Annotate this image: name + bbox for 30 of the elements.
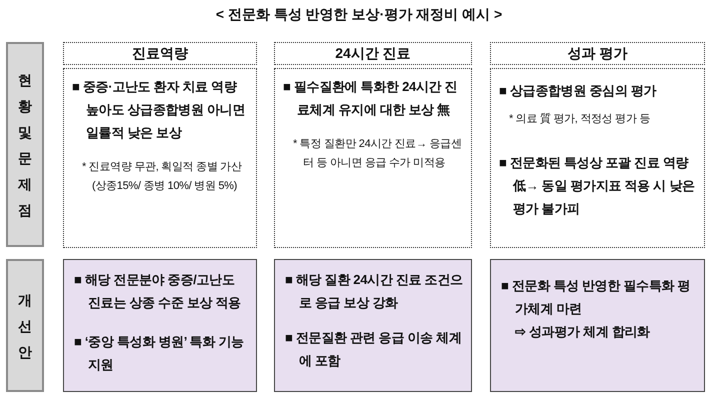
bullet-text: ■ 전문화 특성 반영한 필수특화 평가체계 마련	[501, 277, 692, 318]
content-panel	[63, 68, 257, 248]
column-header-box	[63, 42, 257, 65]
row-heading: 개선안	[17, 290, 33, 362]
bullet-text: ■ 전문질환 관련 응급 이송 체계에 포함	[285, 329, 463, 370]
row-heading: 현황 및 문제점	[17, 70, 33, 220]
content-panel	[274, 68, 472, 248]
column-header-box	[274, 42, 472, 65]
content-panel	[490, 68, 705, 248]
note-text: * 의료 質 평가, 적정성 평가 등	[508, 112, 651, 127]
column-heading: 진료역량	[132, 44, 188, 62]
column-heading: 성과 평가	[568, 44, 628, 62]
note-text: * 특정 질환만 24시간 진료→ 응급센터 등 아니면 응급 수가 미적용	[292, 137, 462, 171]
note-text: * 진료역량 무관, 획일적 종별 가산(상종15%/ 종병 10%/ 병원 5%)	[81, 160, 243, 194]
proposal-panel	[490, 259, 705, 392]
row-header-box	[6, 42, 44, 247]
bullet-text: ■ 해당 전문분야 중증/고난도 진료는 상종 수준 보상 적용	[74, 271, 242, 312]
row-header-box	[6, 259, 44, 392]
bullet-text: ■ 상급종합병원 중심의 평가	[499, 82, 658, 100]
bullet-text: ■ 중증·고난도 환자 치료 역량 높아도 상급종합병원 아니면 일률적 낮은 보상	[72, 78, 246, 142]
bullet-text: ■ 필수질환에 특화한 24시간 진료체계 유지에 대한 보상 無	[283, 78, 458, 119]
proposal-panel	[274, 259, 472, 392]
diagram-title: < 전문화 특성 반영한 보상·평가 재정비 예시 >	[214, 6, 504, 24]
bullet-text: ■ 해당 질환 24시간 진료 조건으로 응급 보상 강화	[285, 271, 464, 312]
bullet-text: ■ 전문화된 특성상 포괄 진료 역량 低→ 동일 평가지표 적용 시 낮은 평가 불가피	[499, 154, 696, 218]
proposal-panel	[63, 259, 257, 392]
result-text: ⇨ 성과평가 체계 합리화	[514, 323, 651, 341]
bullet-text: ■ ‘중앙 특성화 병원’ 특화 기능 지원	[74, 333, 245, 374]
column-heading: 24시간 진료	[335, 44, 411, 62]
column-header-box	[490, 42, 705, 65]
